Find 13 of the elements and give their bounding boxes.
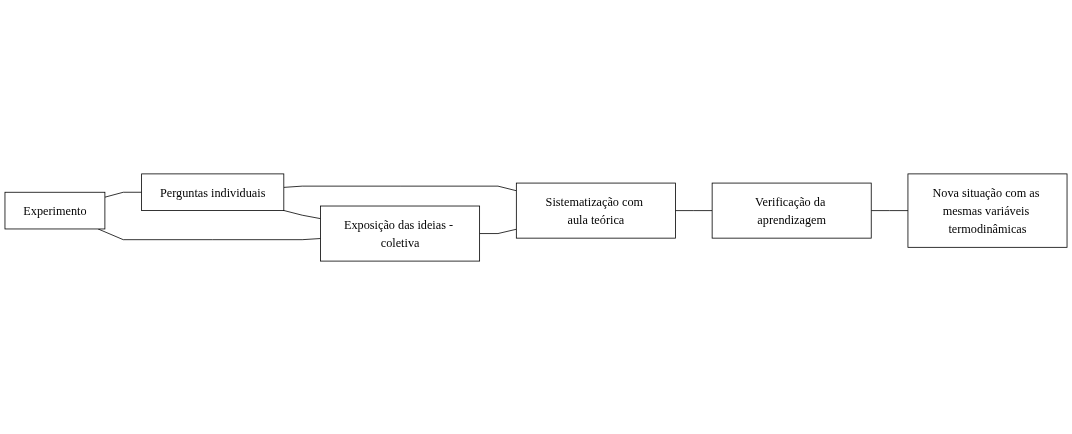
connector xyxy=(97,228,321,240)
node-box: Perguntas individuais xyxy=(141,173,285,211)
connector xyxy=(104,191,142,198)
node-box: Verificação da aprendizagem xyxy=(711,182,872,239)
connector xyxy=(675,209,713,211)
node-box: Sistematização com aula teórica xyxy=(515,182,676,239)
node-box: Experimento xyxy=(4,191,106,229)
node-box: Nova situação com as mesmas variáveis termodinâmicas xyxy=(907,173,1068,248)
connector xyxy=(283,209,321,219)
connector xyxy=(479,228,517,234)
connector xyxy=(283,185,517,191)
connector xyxy=(870,209,909,211)
node-box: Exposição das ideias - coletiva xyxy=(320,205,480,261)
